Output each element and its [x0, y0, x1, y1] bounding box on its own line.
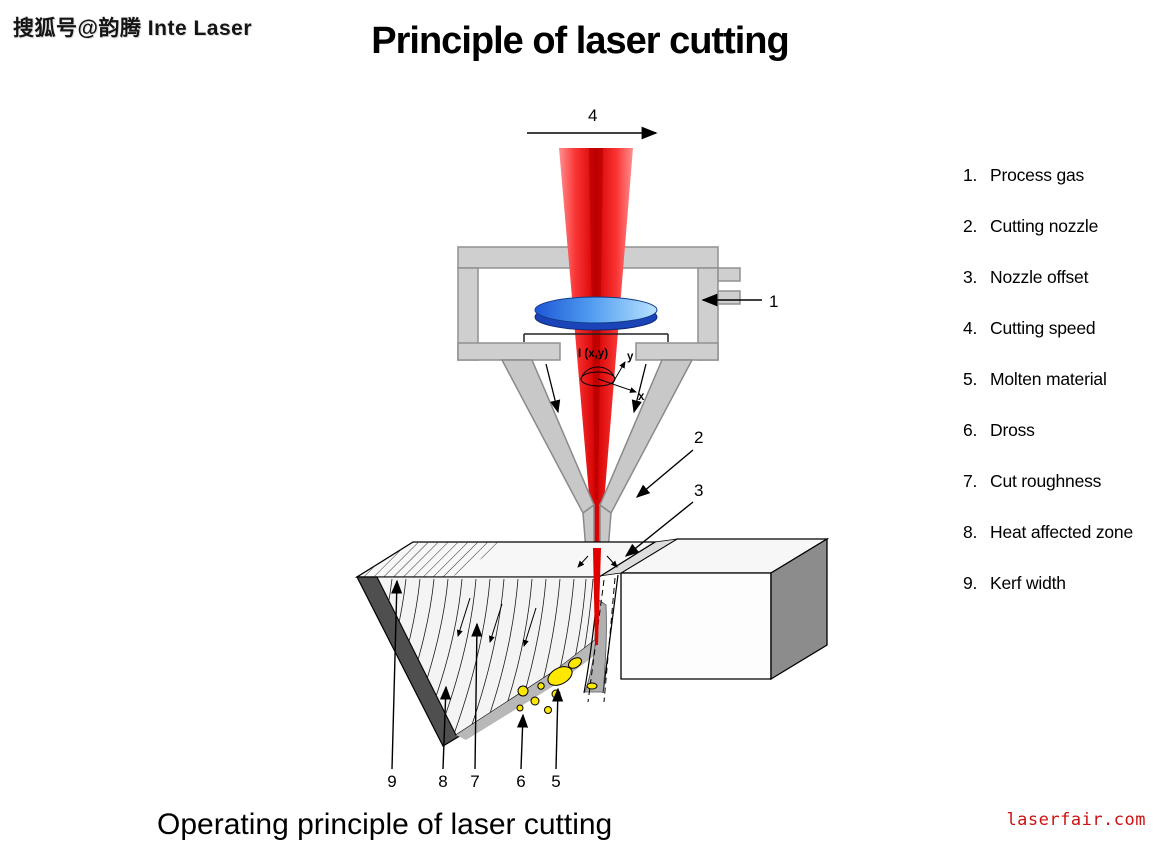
- y-axis-label: y: [627, 351, 634, 363]
- callout-number-2: 2: [694, 428, 703, 447]
- callout-number-6: 6: [516, 772, 525, 791]
- focused-beam: [593, 548, 601, 645]
- callout-number-3: 3: [694, 481, 703, 500]
- legend-item-heat-affected-zone: 8. Heat affected zone: [963, 522, 1133, 543]
- gas-flow-arrows: [545, 363, 647, 414]
- legend-item-number: 7.: [963, 471, 978, 491]
- legend-item-number: 8.: [963, 522, 978, 542]
- callout-process-gas: 1: [701, 292, 778, 311]
- legend-item-label: Heat affected zone: [990, 522, 1133, 542]
- workpiece-right-block: [598, 537, 830, 681]
- workpiece-left-cut-piece: [354, 541, 658, 747]
- focusing-lens: [523, 296, 669, 342]
- legend-item-label: Cutting nozzle: [990, 216, 1099, 236]
- nozzle-cone: [500, 359, 694, 553]
- legend-item-label: Cutting speed: [990, 318, 1096, 338]
- legend-item-number: 5.: [963, 369, 978, 389]
- legend-item-dross: 6. Dross: [963, 420, 1133, 441]
- legend-item-label: Process gas: [990, 165, 1085, 185]
- molten-dross-drops: [516, 657, 598, 714]
- legend-item-label: Nozzle offset: [990, 267, 1089, 287]
- legend-item-number: 3.: [963, 267, 978, 287]
- x-axis-label: x: [638, 391, 645, 403]
- heat-affected-zone-hatch: [357, 542, 508, 577]
- callout-cutting-speed: 4: [527, 106, 658, 140]
- legend-item-label: Cut roughness: [990, 471, 1102, 491]
- legend-item-nozzle-offset: 3. Nozzle offset: [963, 267, 1133, 288]
- standoff-gas-arrows: [577, 555, 618, 568]
- legend: 1. Process gas 2. Cutting nozzle 3. Nozz…: [963, 165, 1133, 624]
- bottom-callout-numbers: 9 8 7 6 5: [387, 772, 560, 791]
- legend-item-number: 9.: [963, 573, 978, 593]
- callout-number-4: 4: [588, 106, 597, 125]
- bottom-callouts: [391, 579, 564, 770]
- intensity-label: I (x,y): [578, 348, 608, 360]
- legend-item-number: 6.: [963, 420, 978, 440]
- legend-item-number: 2.: [963, 216, 978, 236]
- intensity-distribution-sketch: I (x,y) y x: [578, 348, 645, 403]
- callout-cutting-nozzle: 2: [635, 428, 703, 498]
- callout-number-7: 7: [470, 772, 479, 791]
- legend-item-cut-roughness: 7. Cut roughness: [963, 471, 1133, 492]
- callout-number-8: 8: [438, 772, 447, 791]
- callout-number-9: 9: [387, 772, 396, 791]
- callout-number-1: 1: [769, 292, 778, 311]
- legend-item-number: 1.: [963, 165, 978, 185]
- melt-flow-arrows: [456, 597, 537, 647]
- legend-item-label: Molten material: [990, 369, 1107, 389]
- legend-item-label: Dross: [990, 420, 1035, 440]
- callout-nozzle-offset: 3: [624, 481, 703, 557]
- legend-item-cutting-nozzle: 2. Cutting nozzle: [963, 216, 1133, 237]
- site-link: laserfair.com: [1006, 810, 1146, 830]
- bottom-caption: Operating principle of laser cutting: [157, 808, 613, 841]
- page-title: Principle of laser cutting: [371, 20, 789, 62]
- legend-item-molten-material: 5. Molten material: [963, 369, 1133, 390]
- legend-item-number: 4.: [963, 318, 978, 338]
- legend-item-label: Kerf width: [990, 573, 1066, 593]
- legend-item-kerf-width: 9. Kerf width: [963, 573, 1133, 594]
- callout-number-5: 5: [551, 772, 560, 791]
- legend-item-cutting-speed: 4. Cutting speed: [963, 318, 1133, 339]
- watermark-text: 搜狐号@韵腾 Inte Laser: [13, 17, 253, 40]
- legend-item-process-gas: 1. Process gas: [963, 165, 1133, 186]
